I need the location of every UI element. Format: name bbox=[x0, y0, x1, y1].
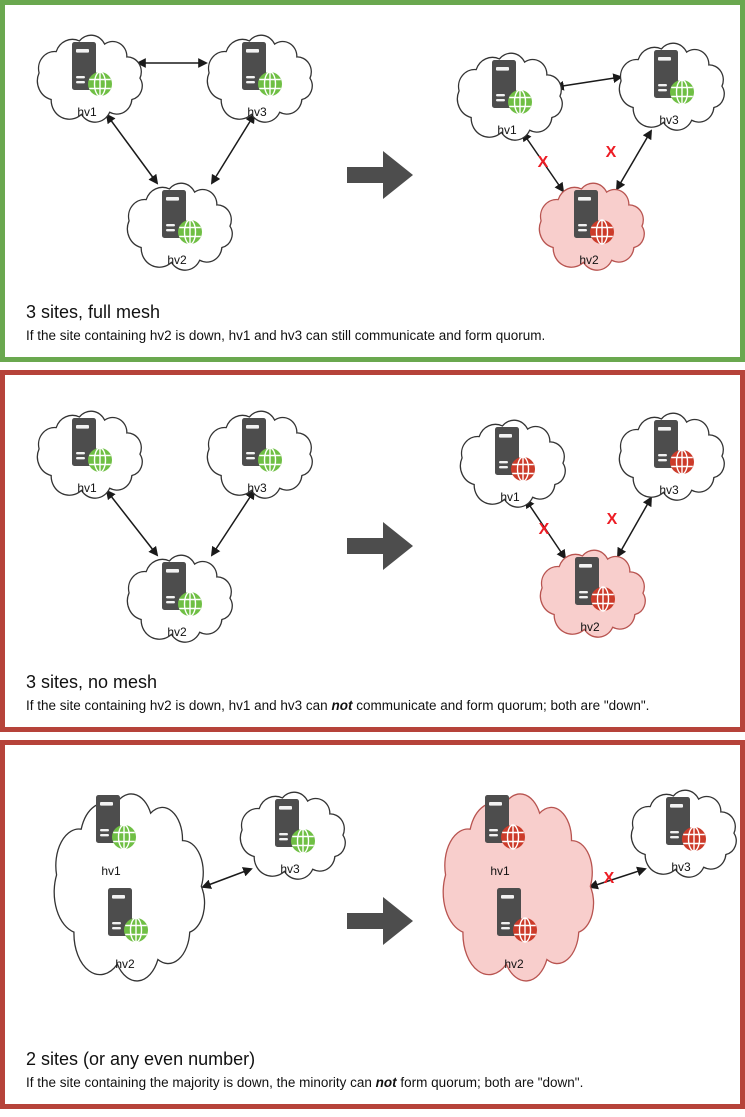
site-hv2: hv2 bbox=[126, 182, 233, 271]
site-label: hv3 bbox=[247, 481, 267, 495]
site-hv1: hv1 bbox=[36, 34, 143, 123]
site-cloud-large-down bbox=[441, 792, 596, 983]
description-text: If the site containing hv2 is down, hv1 … bbox=[26, 328, 546, 343]
x-mark: X bbox=[607, 511, 618, 528]
globe-up-icon bbox=[257, 71, 283, 97]
link-majority-hv3-broken bbox=[588, 866, 647, 890]
site-hv1-isolated: hv1 bbox=[459, 419, 566, 508]
globe-down-icon bbox=[669, 449, 695, 475]
before-state: hv1 hv3 hv2 bbox=[36, 34, 313, 271]
panel-description: If the site containing hv2 is down, hv1 … bbox=[26, 698, 740, 713]
panel-title: 3 sites, no mesh bbox=[26, 672, 158, 692]
globe-down-icon bbox=[510, 456, 536, 482]
site-label: hv1 bbox=[77, 481, 97, 495]
globe-down-icon bbox=[681, 826, 707, 852]
panel-no-mesh: hv1 hv3 hv2 hv1 bbox=[0, 370, 745, 732]
globe-down-icon bbox=[589, 219, 615, 245]
site-majority: hv1 hv2 bbox=[52, 792, 207, 983]
link-hv1-hv2 bbox=[105, 489, 159, 557]
site-majority-down: hv1 hv2 bbox=[441, 792, 596, 983]
site-hv3: hv3 bbox=[206, 34, 313, 123]
after-state: hv1 hv2 hv3 X bbox=[441, 789, 737, 983]
link-hv3-hv2-broken bbox=[616, 129, 652, 191]
site-label: hv1 bbox=[500, 490, 520, 504]
site-label: hv2 bbox=[115, 957, 135, 971]
site-label: hv3 bbox=[659, 113, 679, 127]
description-text: form quorum; both are "down". bbox=[396, 1075, 584, 1090]
site-label: hv2 bbox=[579, 253, 599, 267]
link-hv1-hv3 bbox=[554, 73, 623, 91]
site-label: hv2 bbox=[167, 253, 187, 267]
site-hv3: hv3 bbox=[239, 791, 346, 880]
site-hv3-isolated: hv3 bbox=[630, 789, 737, 878]
site-hv3: hv3 bbox=[206, 410, 313, 499]
site-label: hv1 bbox=[101, 864, 121, 878]
globe-up-icon bbox=[87, 447, 113, 473]
globe-up-icon bbox=[290, 828, 316, 854]
transition-arrow bbox=[347, 151, 413, 199]
x-mark: X bbox=[538, 154, 549, 171]
description-emphasis: not bbox=[375, 1075, 397, 1090]
site-hv2-down: hv2 bbox=[539, 549, 646, 638]
after-state: hv1 hv3 hv2 X X bbox=[459, 412, 725, 638]
site-hv3-isolated: hv3 bbox=[618, 412, 725, 501]
globe-down-icon bbox=[590, 586, 616, 612]
diagram-no-mesh: hv1 hv3 hv2 hv1 bbox=[36, 410, 725, 643]
description-text: If the site containing hv2 is down, hv1 … bbox=[26, 698, 332, 713]
link-hv3-hv2-broken bbox=[617, 496, 652, 558]
transition-arrow bbox=[347, 522, 413, 570]
site-label: hv2 bbox=[580, 620, 600, 634]
panel-full-mesh: hv1 hv3 hv2 hv1 bbox=[0, 0, 745, 362]
site-cloud-large bbox=[52, 792, 207, 983]
description-text: communicate and form quorum; both are "d… bbox=[352, 698, 650, 713]
link-majority-hv3 bbox=[201, 867, 253, 889]
site-hv3: hv3 bbox=[618, 42, 725, 131]
site-label: hv1 bbox=[497, 123, 517, 137]
site-label: hv1 bbox=[77, 105, 97, 119]
globe-up-icon bbox=[111, 824, 137, 850]
panel-title: 3 sites, full mesh bbox=[26, 302, 161, 322]
diagram-two-sites: hv1 hv2 hv3 hv1 hv2 bbox=[52, 789, 737, 983]
after-state: hv1 hv3 hv2 X X bbox=[456, 42, 725, 271]
link-hv1-hv2-broken bbox=[521, 131, 565, 193]
panel-description: If the site containing the majority is d… bbox=[26, 1075, 740, 1090]
x-mark: X bbox=[539, 521, 550, 538]
site-label: hv3 bbox=[247, 105, 267, 119]
site-label: hv2 bbox=[504, 957, 524, 971]
panel-two-sites: hv1 hv2 hv3 hv1 hv2 bbox=[0, 740, 745, 1109]
description-emphasis: not bbox=[331, 698, 353, 713]
globe-up-icon bbox=[177, 591, 203, 617]
description-text: If the site containing the majority is d… bbox=[26, 1075, 376, 1090]
site-label: hv1 bbox=[490, 864, 510, 878]
globe-up-icon bbox=[87, 71, 113, 97]
before-state: hv1 hv3 hv2 bbox=[36, 410, 313, 643]
site-hv2: hv2 bbox=[126, 554, 233, 643]
x-mark: X bbox=[604, 870, 615, 887]
link-hv3-hv2 bbox=[210, 113, 256, 185]
site-hv1: hv1 bbox=[456, 52, 563, 141]
link-hv3-hv2 bbox=[210, 489, 256, 557]
globe-up-icon bbox=[123, 917, 149, 943]
globe-up-icon bbox=[257, 447, 283, 473]
site-label: hv3 bbox=[671, 860, 691, 874]
diagram-full-mesh: hv1 hv3 hv2 hv1 bbox=[36, 34, 725, 271]
x-mark: X bbox=[606, 144, 617, 161]
site-hv2-down: hv2 bbox=[538, 182, 645, 271]
panel-description: If the site containing hv2 is down, hv1 … bbox=[26, 328, 740, 343]
site-label: hv3 bbox=[659, 483, 679, 497]
globe-up-icon bbox=[177, 219, 203, 245]
before-state: hv1 hv2 hv3 bbox=[52, 791, 346, 983]
globe-down-icon bbox=[500, 824, 526, 850]
transition-arrow bbox=[347, 897, 413, 945]
globe-up-icon bbox=[507, 89, 533, 115]
globe-up-icon bbox=[669, 79, 695, 105]
site-hv1: hv1 bbox=[36, 410, 143, 499]
site-label: hv2 bbox=[167, 625, 187, 639]
link-hv1-hv2-broken bbox=[524, 498, 567, 560]
panel-title: 2 sites (or any even number) bbox=[26, 1049, 256, 1069]
link-hv1-hv2 bbox=[105, 113, 159, 185]
globe-down-icon bbox=[512, 917, 538, 943]
site-label: hv3 bbox=[280, 862, 300, 876]
